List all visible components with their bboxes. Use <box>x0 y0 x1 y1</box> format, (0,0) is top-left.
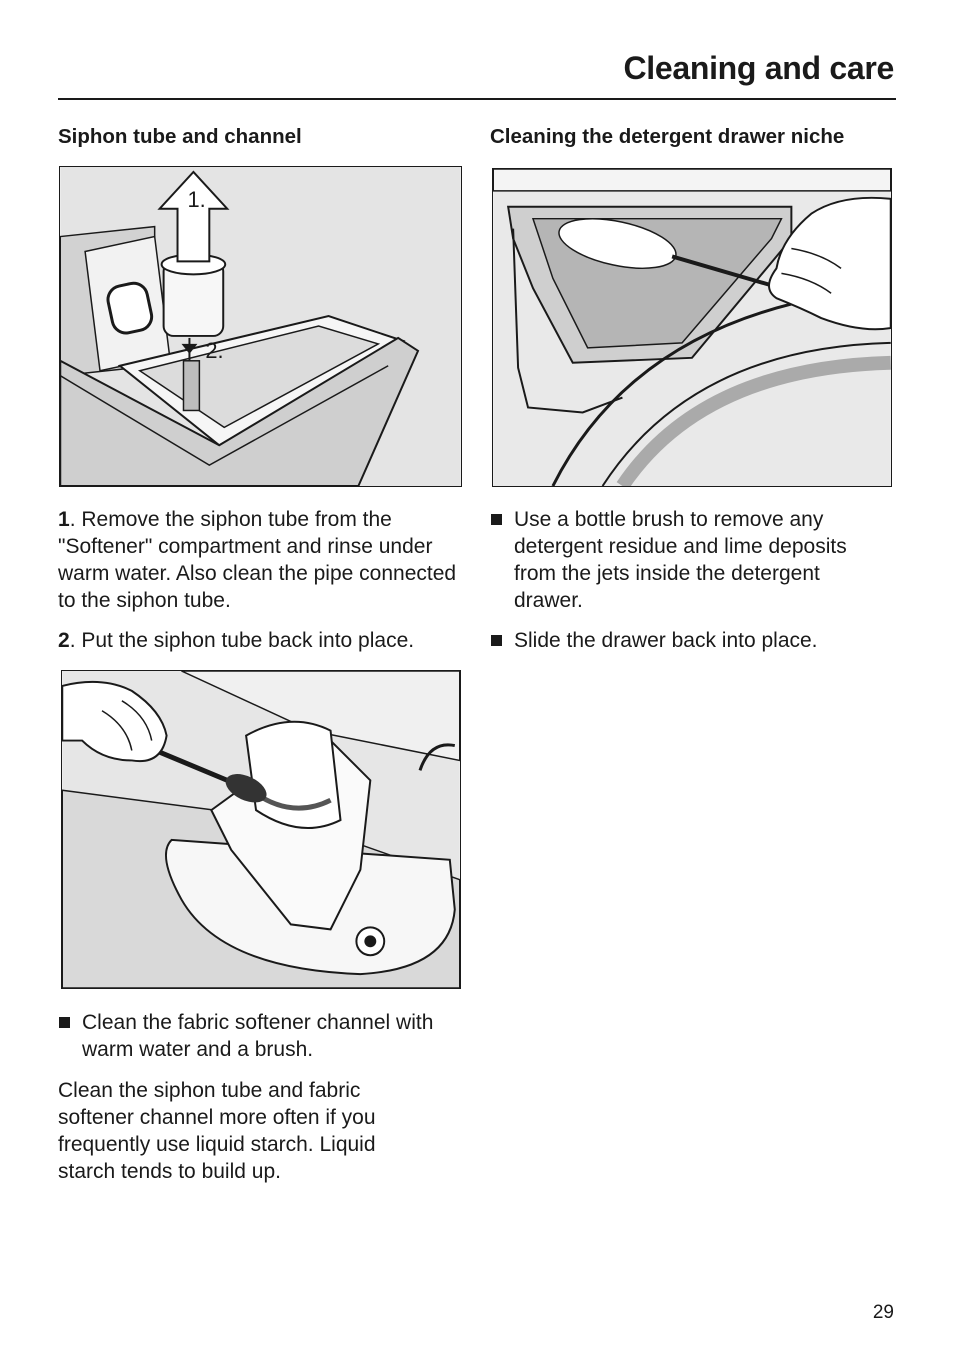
starch-note: Clean the siphon tube and fabric softene… <box>58 1079 376 1183</box>
section-heading-siphon: Siphon tube and channel <box>58 125 302 148</box>
left-bullet-text: Clean the fabric softener channel with w… <box>82 1011 434 1061</box>
right-bullet-list: Use a bottle brush to remove any deterge… <box>490 506 890 667</box>
page-number: 29 <box>872 1302 894 1323</box>
siphon-removal-illustration: 1. 2. <box>59 166 462 487</box>
right-bullet-item-2: Slide the drawer back into place. <box>490 627 890 654</box>
bullet-square <box>491 635 502 646</box>
step-2-text: . Put the siphon tube back into place. <box>69 629 415 652</box>
step-label-2: 2. <box>205 338 223 363</box>
step-1: 1. Remove the siphon tube from the "Soft… <box>58 506 458 614</box>
bullet-square <box>491 514 502 525</box>
step-1-text: . Remove the siphon tube from the "Softe… <box>58 508 457 612</box>
step-1-number: 1 <box>58 508 70 531</box>
right-bullet-text-2: Slide the drawer back into place. <box>514 629 818 652</box>
step-2: 2. Put the siphon tube back into place. <box>58 627 458 654</box>
page-title: Cleaning and care <box>623 50 894 86</box>
step-label-1: 1. <box>187 187 205 212</box>
left-bullet-list: Clean the fabric softener channel with w… <box>58 1009 458 1076</box>
section-heading-drawer-niche: Cleaning the detergent drawer niche <box>490 125 845 148</box>
right-bullet-item-1: Use a bottle brush to remove any deterge… <box>490 506 890 614</box>
bullet-square <box>59 1017 70 1028</box>
header-rule <box>58 98 896 100</box>
drawer-niche-illustration <box>492 168 892 487</box>
step-2-number: 2 <box>58 629 70 652</box>
right-bullet-text-1: Use a bottle brush to remove any deterge… <box>514 508 847 612</box>
steps-list: 1. Remove the siphon tube from the "Soft… <box>58 506 458 667</box>
left-bullet-item: Clean the fabric softener channel with w… <box>58 1009 458 1063</box>
channel-brushing-illustration <box>61 670 461 989</box>
